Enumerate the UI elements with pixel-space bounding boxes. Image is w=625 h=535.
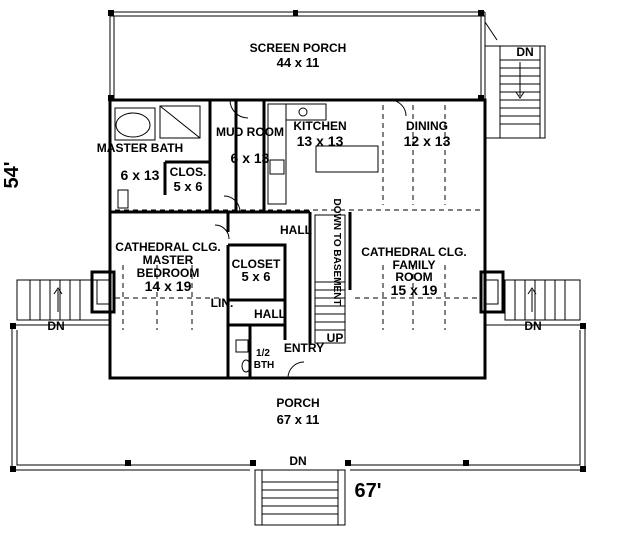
doors (214, 99, 407, 379)
stair-top-right (484, 45, 546, 139)
depth-dimension: 54' (1, 161, 23, 188)
fireplace-right (479, 270, 505, 314)
screen-porch-size: 44 x 11 (277, 55, 320, 70)
closet-size: 5 x 6 (242, 269, 271, 284)
half-bath-line-1: 1/2 (256, 348, 270, 359)
dining-size: 12 x 13 (404, 133, 451, 149)
master-bedroom-size: 14 x 19 (145, 278, 192, 294)
master-bath-size: 6 x 13 (121, 167, 160, 183)
porch-name: PORCH (276, 396, 319, 410)
porch-size: 67 x 11 (277, 412, 320, 427)
master-bedroom-name-2: BEDROOM (137, 266, 200, 280)
kitchen-fixtures (267, 103, 379, 205)
family-room-name-2: ROOM (395, 270, 432, 284)
mud-room-name: MUD ROOM (216, 125, 284, 139)
half-bath-line-2: BTH (254, 360, 275, 371)
stair-interior (314, 214, 346, 344)
dn-left-label: DN (47, 319, 64, 333)
master-bath-name: MASTER BATH (97, 141, 183, 155)
kitchen-name: KITCHEN (293, 119, 346, 133)
family-room-ceiling: CATHEDRAL CLG. (361, 245, 467, 259)
master-closet-name: CLOS. (170, 165, 207, 179)
stair-bottom (254, 469, 346, 526)
master-bedroom-name-1: MASTER (143, 253, 194, 267)
stair-left (16, 279, 111, 321)
closet-name: CLOSET (232, 257, 281, 271)
hall-lower-label: HALL (254, 307, 286, 321)
dn-right-label: DN (524, 319, 541, 333)
front-porch (10, 323, 586, 472)
hall-upper-label: HALL (280, 223, 312, 237)
family-room-size: 15 x 19 (391, 282, 438, 298)
mud-room-size: 6 x 13 (231, 150, 270, 166)
stair-up-label: UP (327, 331, 344, 345)
kitchen-size: 13 x 13 (297, 133, 344, 149)
screen-porch-name: SCREEN PORCH (250, 41, 347, 55)
dn-bottom-label: DN (289, 454, 306, 468)
width-dimension: 67' (354, 480, 381, 502)
stair-right (504, 279, 581, 321)
beam-lines (115, 105, 480, 330)
family-room-name-1: FAMILY (393, 258, 436, 272)
dn-top-right-label: DN (516, 45, 533, 59)
dining-name: DINING (406, 119, 448, 133)
down-to-basement-label: DOWN TO BASEMENT (331, 198, 342, 305)
interior-walls (110, 100, 352, 378)
master-closet-size: 5 x 6 (174, 179, 203, 194)
bath-fixtures (114, 105, 251, 373)
master-bedroom-ceiling: CATHEDRAL CLG. (115, 240, 221, 254)
linen-label: LIN. (211, 296, 234, 310)
entry-label: ENTRY (284, 341, 324, 355)
